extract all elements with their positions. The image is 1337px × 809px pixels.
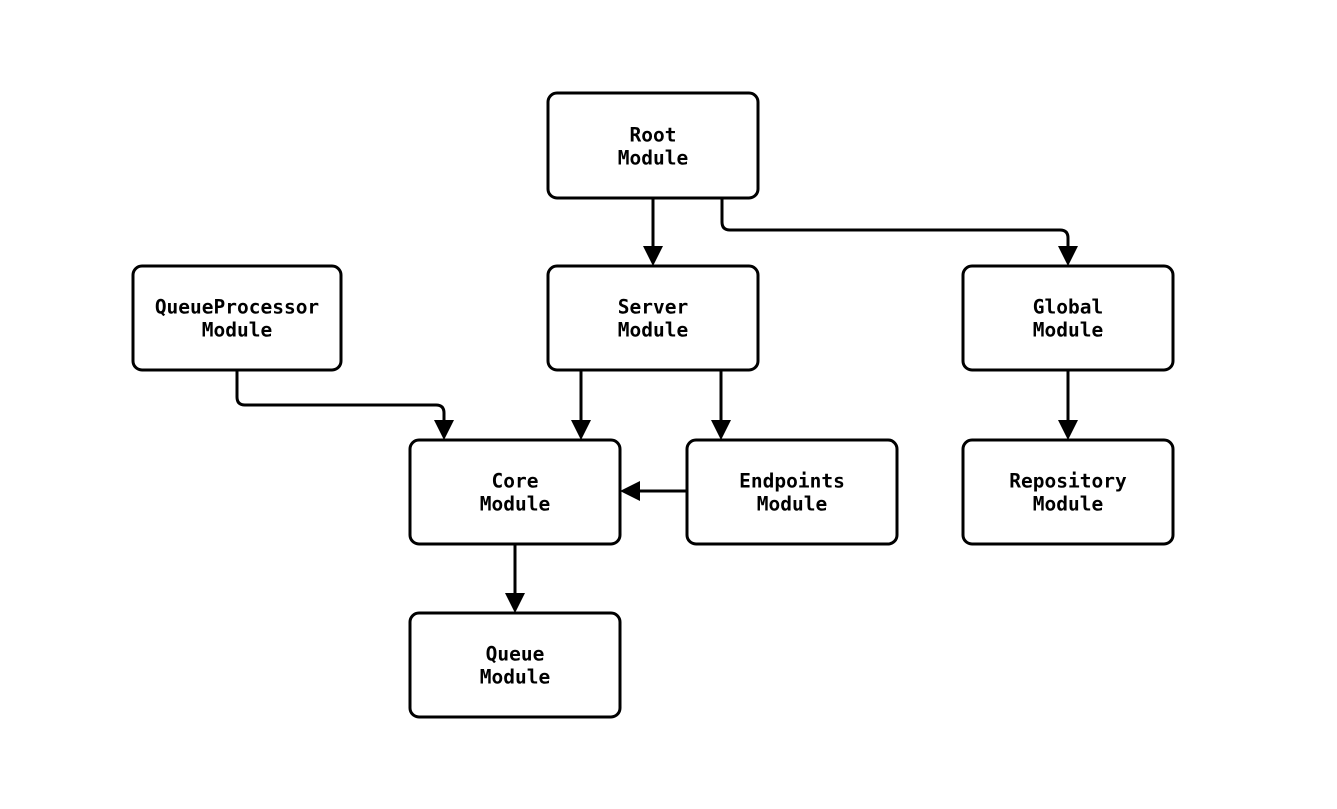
- node-layer: Root Module QueueProcessor Module Server…: [131, 91, 1175, 719]
- node-repository-module[interactable]: Repository Module: [961, 438, 1175, 546]
- node-queueprocessor-module[interactable]: QueueProcessor Module: [131, 264, 343, 372]
- edge-server-to-endpoints-arrowhead: [711, 420, 731, 440]
- edge-root-to-server-arrowhead: [643, 246, 663, 266]
- node-global-module-box[interactable]: [961, 264, 1175, 372]
- node-queueprocessor-module-box[interactable]: [131, 264, 343, 372]
- edge-core-to-queue: [505, 544, 525, 613]
- node-root-module-box[interactable]: [546, 91, 760, 200]
- edge-global-to-repository-arrowhead: [1058, 420, 1078, 440]
- node-root-module-label-line2: Module: [618, 147, 688, 170]
- node-queueprocessor-module-label-line1: QueueProcessor: [155, 296, 319, 319]
- node-endpoints-module[interactable]: Endpoints Module: [685, 438, 899, 546]
- node-root-module[interactable]: Root Module: [546, 91, 760, 200]
- node-queue-module-box[interactable]: [408, 611, 622, 719]
- node-endpoints-module-box[interactable]: [685, 438, 899, 546]
- edge-server-to-core-arrowhead: [571, 420, 591, 440]
- node-core-module-label-line2: Module: [480, 493, 550, 516]
- edge-root-to-server: [643, 198, 663, 266]
- node-root-module-label-line1: Root: [630, 124, 677, 147]
- edge-server-to-endpoints: [711, 370, 731, 440]
- node-server-module-label-line2: Module: [618, 319, 688, 342]
- node-server-module-box[interactable]: [546, 264, 760, 372]
- node-server-module[interactable]: Server Module: [546, 264, 760, 372]
- node-repository-module-label-line1: Repository: [1009, 470, 1127, 493]
- edge-queueprocessor-to-core-line: [235, 370, 446, 426]
- edge-root-to-global: [720, 198, 1078, 266]
- node-server-module-label-line1: Server: [618, 296, 688, 319]
- edge-global-to-repository: [1058, 370, 1078, 440]
- node-queueprocessor-module-label-line2: Module: [202, 319, 272, 342]
- node-queue-module-label-line2: Module: [480, 666, 550, 689]
- edge-core-to-queue-arrowhead: [505, 593, 525, 613]
- node-core-module[interactable]: Core Module: [408, 438, 622, 546]
- node-repository-module-label-line2: Module: [1033, 493, 1103, 516]
- node-global-module-label-line2: Module: [1033, 319, 1103, 342]
- node-endpoints-module-label-line2: Module: [757, 493, 827, 516]
- edge-server-to-core: [571, 370, 591, 440]
- edge-endpoints-to-core-arrowhead: [620, 481, 640, 501]
- edge-queueprocessor-to-core: [235, 370, 454, 440]
- edge-endpoints-to-core: [620, 481, 687, 501]
- node-endpoints-module-label-line1: Endpoints: [739, 470, 845, 493]
- edge-queueprocessor-to-core-arrowhead: [434, 420, 454, 440]
- node-core-module-label-line1: Core: [492, 470, 539, 493]
- node-global-module-label-line1: Global: [1033, 296, 1103, 319]
- node-queue-module-label-line1: Queue: [486, 643, 545, 666]
- node-global-module[interactable]: Global Module: [961, 264, 1175, 372]
- edge-root-to-global-line: [720, 198, 1070, 252]
- edge-layer: [235, 198, 1078, 613]
- node-core-module-box[interactable]: [408, 438, 622, 546]
- node-repository-module-box[interactable]: [961, 438, 1175, 546]
- node-queue-module[interactable]: Queue Module: [408, 611, 622, 719]
- edge-root-to-global-arrowhead: [1058, 246, 1078, 266]
